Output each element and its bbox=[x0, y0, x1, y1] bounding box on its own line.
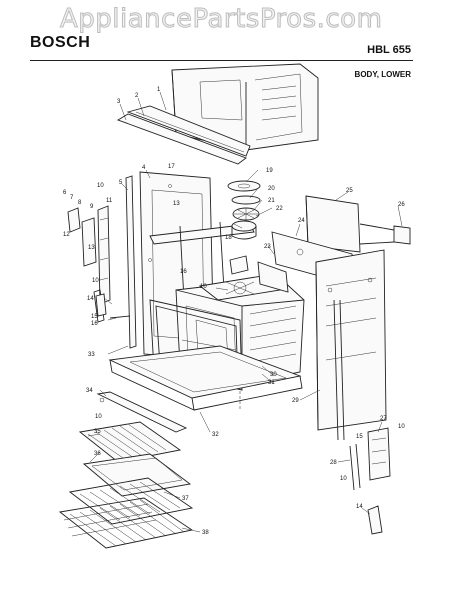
callout-10: 10 bbox=[97, 183, 104, 189]
callout-21: 21 bbox=[268, 198, 275, 204]
callout-13b: 13 bbox=[173, 201, 180, 207]
callout-10c: 10 bbox=[398, 424, 405, 430]
callout-26: 26 bbox=[398, 202, 405, 208]
callout-12: 12 bbox=[63, 232, 70, 238]
bottom-tray bbox=[108, 345, 303, 411]
callout-14: 14 bbox=[87, 296, 94, 302]
callout-6: 6 bbox=[63, 190, 67, 196]
callout-15c: 15 bbox=[356, 434, 363, 440]
callout-31: 31 bbox=[268, 380, 275, 386]
callout-10e: 10 bbox=[92, 278, 99, 284]
callout-25: 25 bbox=[346, 188, 353, 194]
callout-7: 7 bbox=[70, 195, 74, 201]
callout-19: 19 bbox=[266, 168, 273, 174]
front-bar bbox=[96, 391, 188, 433]
right-side-panel bbox=[315, 249, 387, 441]
callout-28: 28 bbox=[330, 460, 337, 466]
callout-36: 36 bbox=[94, 451, 101, 457]
callout-33: 33 bbox=[88, 352, 95, 358]
callout-30: 30 bbox=[270, 372, 277, 378]
callout-17: 17 bbox=[168, 164, 175, 170]
callout-18: 18 bbox=[225, 235, 232, 241]
callout-35: 35 bbox=[94, 429, 101, 435]
callout-9: 9 bbox=[90, 204, 94, 210]
callout-37: 37 bbox=[182, 496, 189, 502]
rear-cover-panel bbox=[305, 195, 411, 253]
section-title: BODY, LOWER bbox=[354, 70, 411, 79]
callout-27: 27 bbox=[380, 416, 387, 422]
callout-8: 8 bbox=[78, 200, 82, 206]
callout-10g: 10 bbox=[340, 476, 347, 482]
convection-fan-parts bbox=[227, 180, 261, 240]
callout-23: 23 bbox=[264, 244, 271, 250]
callout-38: 38 bbox=[202, 530, 209, 536]
callout-34: 34 bbox=[86, 388, 93, 394]
callout-10f: 10 bbox=[200, 284, 207, 290]
callout-10d: 10 bbox=[95, 414, 102, 420]
callout-numbers: 1 2 3 4 5 6 7 8 9 10 11 12 13 14 15 16 1… bbox=[63, 87, 405, 536]
callout-4: 4 bbox=[142, 165, 146, 171]
inner-support-frame bbox=[149, 221, 255, 301]
callout-13: 13 bbox=[88, 245, 95, 251]
header-rule bbox=[30, 60, 413, 61]
upper-oven-box bbox=[171, 63, 319, 151]
oven-racks bbox=[58, 421, 194, 549]
callout-22: 22 bbox=[276, 206, 283, 212]
right-hinge-parts bbox=[349, 427, 391, 535]
callout-20: 20 bbox=[268, 186, 275, 192]
model-number: HBL 655 bbox=[367, 44, 411, 56]
leader-lines bbox=[87, 91, 403, 533]
callout-5: 5 bbox=[119, 180, 123, 186]
callout-29: 29 bbox=[292, 398, 299, 404]
watermark: AppliancePartsPros.com bbox=[59, 4, 383, 35]
left-small-parts bbox=[95, 293, 131, 319]
callout-11: 11 bbox=[106, 198, 113, 204]
callout-16b: 16 bbox=[180, 269, 187, 275]
callout-24: 24 bbox=[298, 218, 305, 224]
hinge-parts bbox=[67, 205, 111, 323]
callout-1: 1 bbox=[157, 87, 161, 93]
brand-logo: BOSCH bbox=[30, 34, 91, 51]
callout-32: 32 bbox=[212, 432, 219, 438]
callout-3: 3 bbox=[117, 99, 121, 105]
callout-14b: 14 bbox=[356, 504, 363, 510]
callout-15: 15 bbox=[91, 314, 98, 320]
callout-16: 16 bbox=[91, 321, 98, 327]
callout-2: 2 bbox=[135, 93, 139, 99]
